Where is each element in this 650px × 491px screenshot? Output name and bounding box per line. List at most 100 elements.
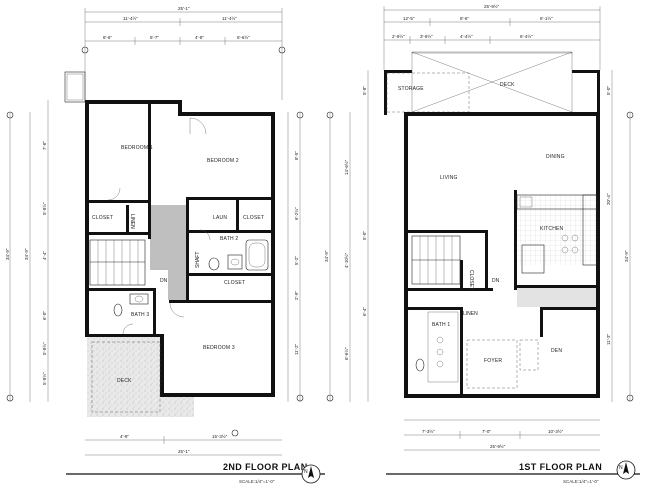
room-label-bath-3: BATH 3	[131, 312, 149, 318]
grid-markers-1st	[326, 111, 634, 402]
room-label-deck: DECK	[117, 378, 132, 384]
svg-text:N: N	[304, 469, 308, 475]
second-floor-plan: 25'-1" 11'-4½" 11'-4½" 8'-6" 5'-7" 4'-8"…	[5, 6, 325, 484]
svg-text:5'-2": 5'-2"	[294, 256, 299, 265]
room-label-deck-1st: DECK	[500, 82, 515, 88]
scale-label-2nd: SCALE:	[239, 479, 255, 484]
bottom-dim-1: 4'-9"	[120, 434, 129, 439]
scale-label-1st: SCALE:	[563, 479, 579, 484]
overall-width-dim: 25'-1"	[178, 6, 190, 11]
exterior-walls-1st	[404, 112, 600, 398]
upper-deck-storage	[384, 51, 600, 115]
svg-text:5'-8½": 5'-8½"	[41, 342, 47, 355]
overall-depth-dim-1st: 34'-9"	[324, 250, 329, 262]
svg-text:5'-8½": 5'-8½"	[41, 202, 47, 215]
first-floor-plan: 25'-9½" 12'-5" 8'-6" 6'-1½" 2'-9½" 3'-8½…	[324, 3, 640, 484]
top-dim-b-1st: 3'-8½"	[420, 33, 433, 39]
room-label-bedroom-2: BEDROOM 2	[207, 158, 239, 164]
stair-1st: DN	[411, 235, 500, 285]
svg-text:6'-6½": 6'-6½"	[343, 347, 349, 360]
interior-walls	[85, 104, 271, 337]
room-label-laun: LAUN	[213, 215, 227, 221]
north-arrow-icon: N	[301, 464, 321, 484]
svg-text:6'-0": 6'-0"	[42, 311, 47, 320]
svg-text:34'-9": 34'-9"	[24, 248, 29, 260]
svg-text:N: N	[619, 465, 623, 471]
exterior-walls	[85, 100, 275, 397]
door-swings	[107, 117, 211, 335]
room-label-foyer: FOYER	[484, 358, 502, 364]
overall-width-dim-1st: 25'-9½"	[484, 3, 500, 9]
right-dimension-strings-1st: 5'-0" 20'-4" 34'-9" 11'-3"	[606, 70, 631, 402]
room-label-living: LIVING	[440, 175, 458, 181]
top-dim-c-1st: 4'-4½"	[460, 33, 473, 39]
overall-depth-dim: 34'-9"	[5, 248, 10, 260]
svg-text:5'-0": 5'-0"	[606, 86, 611, 95]
left-dimension-strings-1st: 34'-9" 14'-6½" 4'-10½" 6'-6½" 5'-8" 5'-0…	[324, 70, 369, 402]
room-label-den: DEN	[551, 348, 562, 354]
bottom-dim-3-1st: 10'-3½"	[548, 428, 564, 434]
svg-text:11'-2": 11'-2"	[294, 343, 299, 355]
svg-text:14'-6½": 14'-6½"	[343, 159, 349, 175]
plan-title-2nd-floor: 2ND FLOOR PLAN	[223, 462, 308, 472]
room-label-dining: DINING	[546, 154, 565, 160]
room-label-closet-3: CLOSET	[224, 280, 245, 286]
svg-text:20'-4": 20'-4"	[606, 193, 611, 205]
hall-area	[150, 205, 188, 300]
top-dim-d: 6'-6½"	[237, 34, 250, 40]
stair: DN	[89, 239, 168, 286]
room-label-closet-1: CLOSET	[92, 215, 113, 221]
top-dimension-row2-1st: 2'-9½" 3'-8½" 4'-4½" 6'-4½"	[384, 33, 600, 44]
bottom-dim-2-1st: 7'-0"	[482, 429, 491, 434]
room-label-storage: STORAGE	[398, 86, 424, 92]
bath1-fixtures	[415, 311, 459, 383]
scale-value-1st: 1/4"=1'-0"	[579, 479, 599, 484]
room-label-linen: LINEN	[129, 214, 135, 229]
top-dim-d-1st: 6'-4½"	[520, 33, 533, 39]
top-dimension-overall: 25'-1"	[84, 6, 283, 100]
kitchen-counters	[516, 194, 598, 274]
top-dim-c: 4'-8"	[195, 35, 204, 40]
svg-text:4'-4": 4'-4"	[42, 251, 47, 260]
svg-text:25'-1": 25'-1"	[178, 449, 190, 454]
room-label-closet-2: CLOSET	[243, 215, 264, 221]
top-dim-a-1st: 2'-9½"	[392, 33, 405, 39]
svg-text:6'-2½": 6'-2½"	[293, 207, 299, 220]
svg-text:5'-8½": 5'-8½"	[41, 372, 47, 385]
scale-value-2nd: 1/4"=1'-0"	[255, 479, 275, 484]
stair-down-label-1st: DN	[492, 278, 500, 284]
bath2-fixtures	[208, 239, 269, 271]
stair-down-label: DN	[160, 278, 168, 284]
room-label-bedroom-3: BEDROOM 3	[203, 345, 235, 351]
bottom-dim-2: 15'-3½"	[212, 433, 228, 439]
bottom-dimension: 4'-9" 15'-3½" 25'-1"	[85, 433, 282, 456]
grid-markers	[6, 46, 304, 437]
room-label-linen-1st: LINEN	[463, 311, 478, 317]
room-label-bedroom-1: BEDROOM 1	[121, 145, 153, 151]
plan-title-1st-floor: 1ST FLOOR PLAN	[519, 462, 602, 472]
kitchen-area	[517, 195, 597, 265]
room-label-kitchen: KITCHEN	[540, 226, 564, 232]
top-dim-3-1st: 6'-1½"	[540, 15, 553, 21]
top-dim-a: 8'-6"	[103, 35, 112, 40]
svg-text:34'-9": 34'-9"	[624, 250, 629, 262]
svg-text:4'-10½": 4'-10½"	[343, 252, 349, 268]
top-dim-1-1st: 12'-5"	[403, 16, 415, 21]
svg-text:6'-4": 6'-4"	[362, 307, 367, 316]
bath3-fixtures	[113, 293, 149, 317]
room-label-bath-1: BATH 1	[432, 322, 450, 328]
room-label-closet-1st: CLOSET	[468, 270, 474, 290]
top-dimension-row1-1st: 12'-5" 8'-6" 6'-1½"	[384, 15, 600, 26]
svg-text:11'-3": 11'-3"	[606, 333, 611, 345]
svg-text:5'-8": 5'-8"	[362, 86, 367, 95]
top-dim-2-1st: 8'-6"	[460, 16, 469, 21]
north-arrow-icon-1st: N	[616, 460, 636, 480]
room-label-bath-2: BATH 2	[220, 236, 238, 242]
top-dimension-row1: 11'-4½" 11'-4½"	[85, 15, 282, 26]
right-dimension-strings: 8'-5" 6'-2½" 5'-2" 2'-9" 11'-2"	[287, 112, 301, 402]
deck-area	[87, 337, 164, 417]
top-dimension-overall-1st: 25'-9½"	[383, 3, 601, 70]
top-dimension-row2: 8'-6" 5'-7" 4'-8" 6'-6½"	[85, 34, 282, 45]
svg-text:25'-9½": 25'-9½"	[490, 443, 506, 449]
top-dim-2: 11'-4½"	[222, 15, 237, 21]
